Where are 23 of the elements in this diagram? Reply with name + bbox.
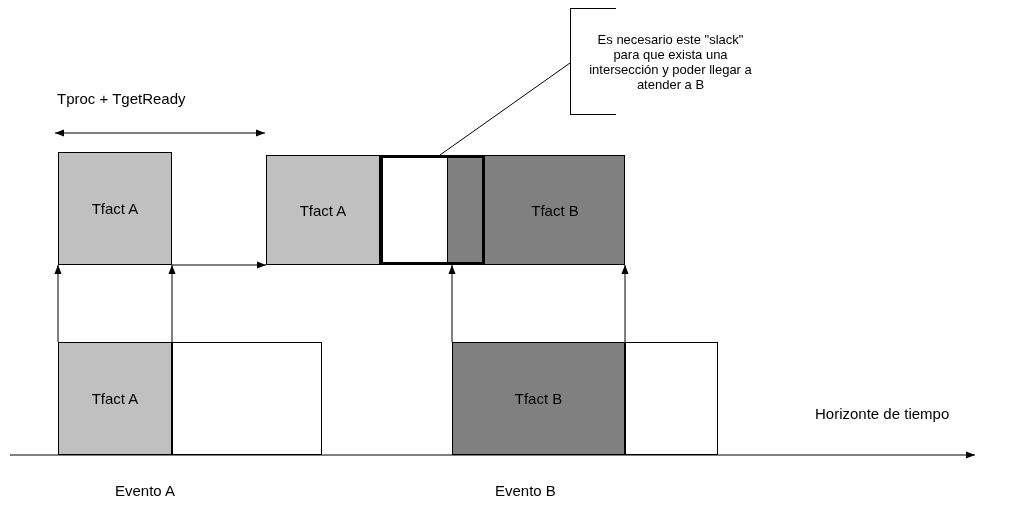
arrow	[168, 264, 176, 343]
event-label: Evento B	[495, 482, 556, 499]
block-label: Tfact A	[91, 390, 139, 407]
time-block	[58, 342, 172, 455]
time-block	[452, 342, 625, 455]
leader-line	[439, 62, 571, 156]
arrow	[54, 264, 62, 343]
arrow	[448, 264, 456, 343]
block-label: Tfact A	[299, 201, 347, 219]
callout-text: Es necesario este "slack" para que exista una intersección y poder llegar a atender a B	[588, 31, 753, 92]
slack-box	[380, 155, 485, 265]
block-label: Tfact B	[514, 390, 563, 407]
block-label: Tfact B	[531, 201, 579, 219]
time-block	[58, 152, 172, 265]
axis-label: Horizonte de tiempo	[815, 405, 950, 422]
time-block	[266, 155, 380, 265]
arrow	[621, 264, 629, 343]
time-block	[447, 155, 625, 265]
event-label: Evento A	[115, 482, 176, 499]
empty-block	[625, 342, 718, 455]
arrow	[171, 261, 267, 269]
block-label: Tfact A	[91, 200, 139, 217]
dimension-label: Tproc + TgetReady	[57, 90, 186, 107]
